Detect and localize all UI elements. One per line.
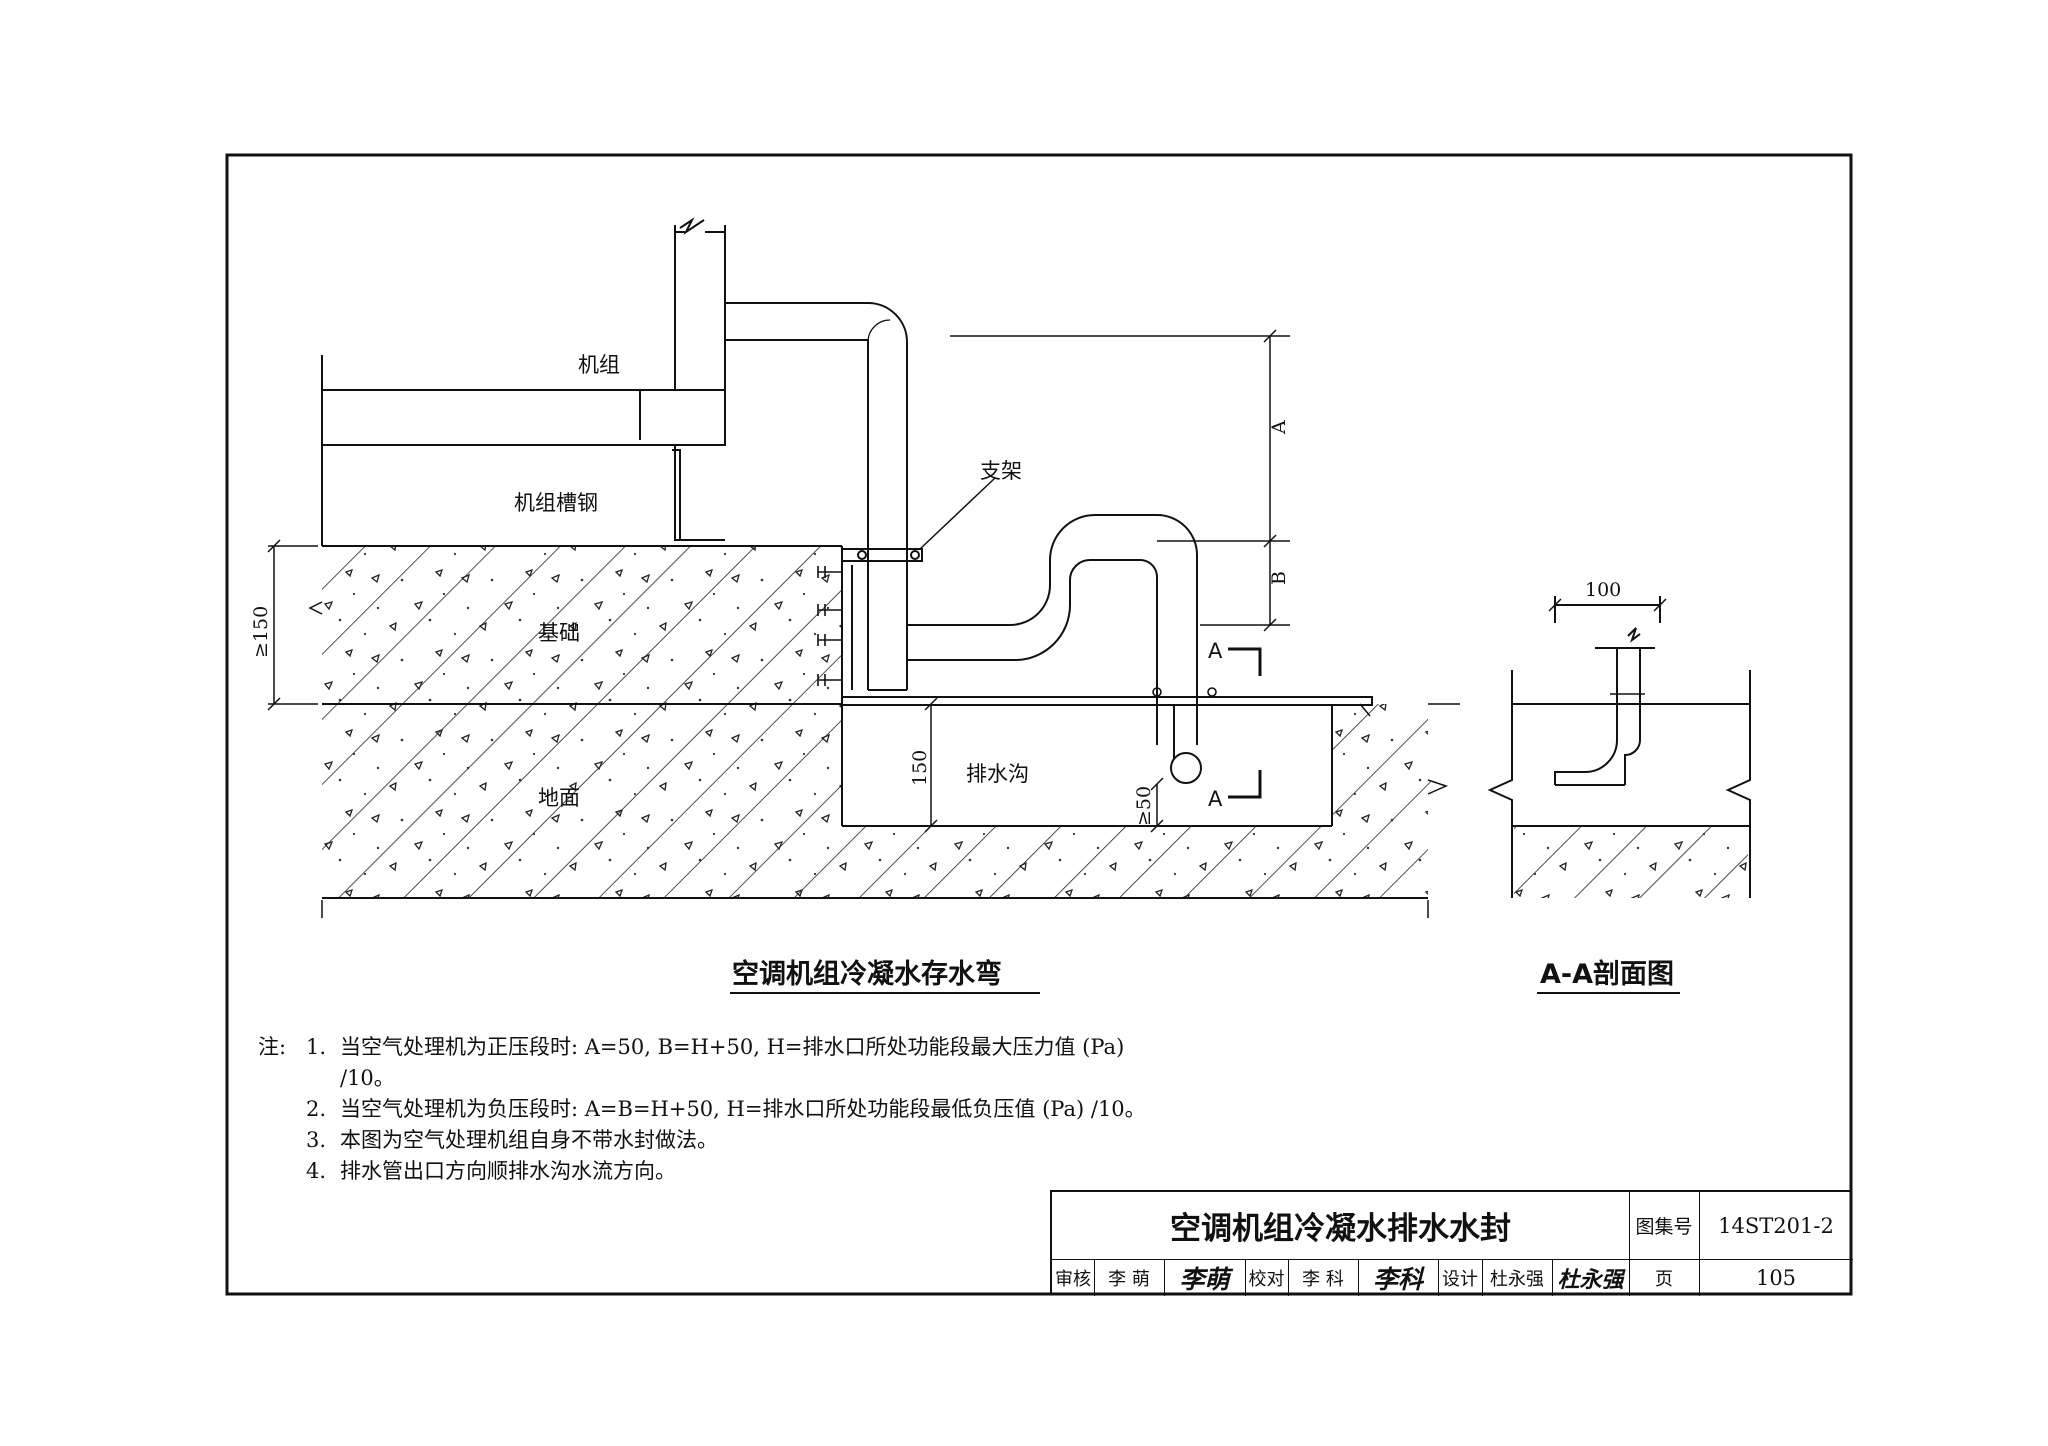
break-mark — [308, 601, 323, 615]
dimension-trench — [924, 697, 938, 833]
label-ground: 地面 — [538, 786, 580, 810]
dim-label-section-width: 100 — [1585, 579, 1621, 601]
note-number: 1. — [306, 1035, 327, 1059]
page-number: 105 — [1755, 1265, 1797, 1290]
label-bracket: 支架 — [980, 459, 1022, 483]
dimension-clearance — [1150, 777, 1164, 833]
drawing-frame — [225, 153, 1853, 1296]
ahu-unit — [321, 217, 726, 546]
title-block: 空调机组冷凝水排水水封 图集号 14ST201-2 审核 李 萌 李萌 校对 李… — [1050, 1190, 1853, 1296]
note-item: 3. 本图为空气处理机组自身不带水封做法。 — [258, 1125, 1158, 1156]
section-mark-top — [1228, 647, 1262, 676]
atlas-label: 图集号 — [1635, 1216, 1693, 1238]
reviewer-name: 李 萌 — [1108, 1268, 1150, 1290]
dimension-foundation — [267, 539, 318, 711]
dim-label-clearance: ≥50 — [1133, 786, 1155, 826]
designer-name: 杜永强 — [1490, 1268, 1544, 1290]
note-item: 注: 1. 当空气处理机为正压段时: A=50, B=H+50, H=排水口所处… — [258, 1032, 1158, 1094]
section-mark-bottom — [1228, 770, 1262, 799]
caption-section: A-A剖面图 — [1540, 958, 1674, 990]
note-number: 4. — [306, 1159, 327, 1183]
caption-main: 空调机组冷凝水存水弯 — [732, 958, 1002, 990]
label-foundation: 基础 — [538, 621, 580, 645]
drain-trench — [841, 687, 1373, 827]
checker-name: 李 科 — [1302, 1268, 1344, 1290]
note-number: 3. — [306, 1128, 327, 1152]
reviewer-signature: 李萌 — [1179, 1264, 1230, 1294]
note-item: 2. 当空气处理机为负压段时: A=B=H+50, H=排水口所处功能段最低负压… — [258, 1094, 1158, 1125]
atlas-number: 14ST201-2 — [1718, 1213, 1834, 1238]
review-label: 审核 — [1055, 1268, 1091, 1290]
note-number: 2. — [306, 1097, 327, 1121]
label-drain-trench: 排水沟 — [966, 762, 1029, 786]
note-text: 当空气处理机为负压段时: A=B=H+50, H=排水口所处功能段最低负压值 (… — [340, 1097, 1146, 1121]
note-text: 当空气处理机为正压段时: A=50, B=H+50, H=排水口所处功能段最大压… — [340, 1035, 1125, 1090]
checker-signature: 李科 — [1372, 1264, 1423, 1294]
section-mark-label-top: A — [1208, 639, 1223, 663]
designer-signature: 杜永强 — [1557, 1266, 1624, 1293]
note-text: 排水管出口方向顺排水沟水流方向。 — [340, 1159, 676, 1183]
page-label: 页 — [1655, 1268, 1673, 1290]
pipe-bracket — [841, 477, 996, 700]
ground-slab — [321, 703, 1460, 918]
notes-prefix: 注: — [258, 1035, 287, 1059]
dim-label-trench: 150 — [909, 750, 931, 786]
design-label: 设计 — [1442, 1268, 1478, 1290]
dim-label-a: A — [1268, 420, 1290, 435]
drawing-title: 空调机组冷凝水排水水封 — [1170, 1211, 1511, 1247]
label-channel-steel: 机组槽钢 — [514, 491, 598, 515]
dim-label-b: B — [1268, 571, 1290, 585]
check-label: 校对 — [1248, 1268, 1285, 1290]
dimension-a-b — [950, 329, 1290, 632]
section-mark-label-bottom: A — [1208, 787, 1223, 811]
foundation-block — [322, 545, 843, 704]
condensate-pipe — [725, 302, 1202, 784]
note-item: 4. 排水管出口方向顺排水沟水流方向。 — [258, 1156, 1158, 1187]
notes: 注: 1. 当空气处理机为正压段时: A=50, B=H+50, H=排水口所处… — [258, 1032, 1158, 1187]
anchor-bolts — [817, 566, 842, 686]
dim-label-foundation: ≥150 — [250, 606, 272, 658]
note-text: 本图为空气处理机组自身不带水封做法。 — [340, 1128, 718, 1152]
section-view — [1487, 596, 1751, 898]
label-unit: 机组 — [578, 353, 620, 377]
